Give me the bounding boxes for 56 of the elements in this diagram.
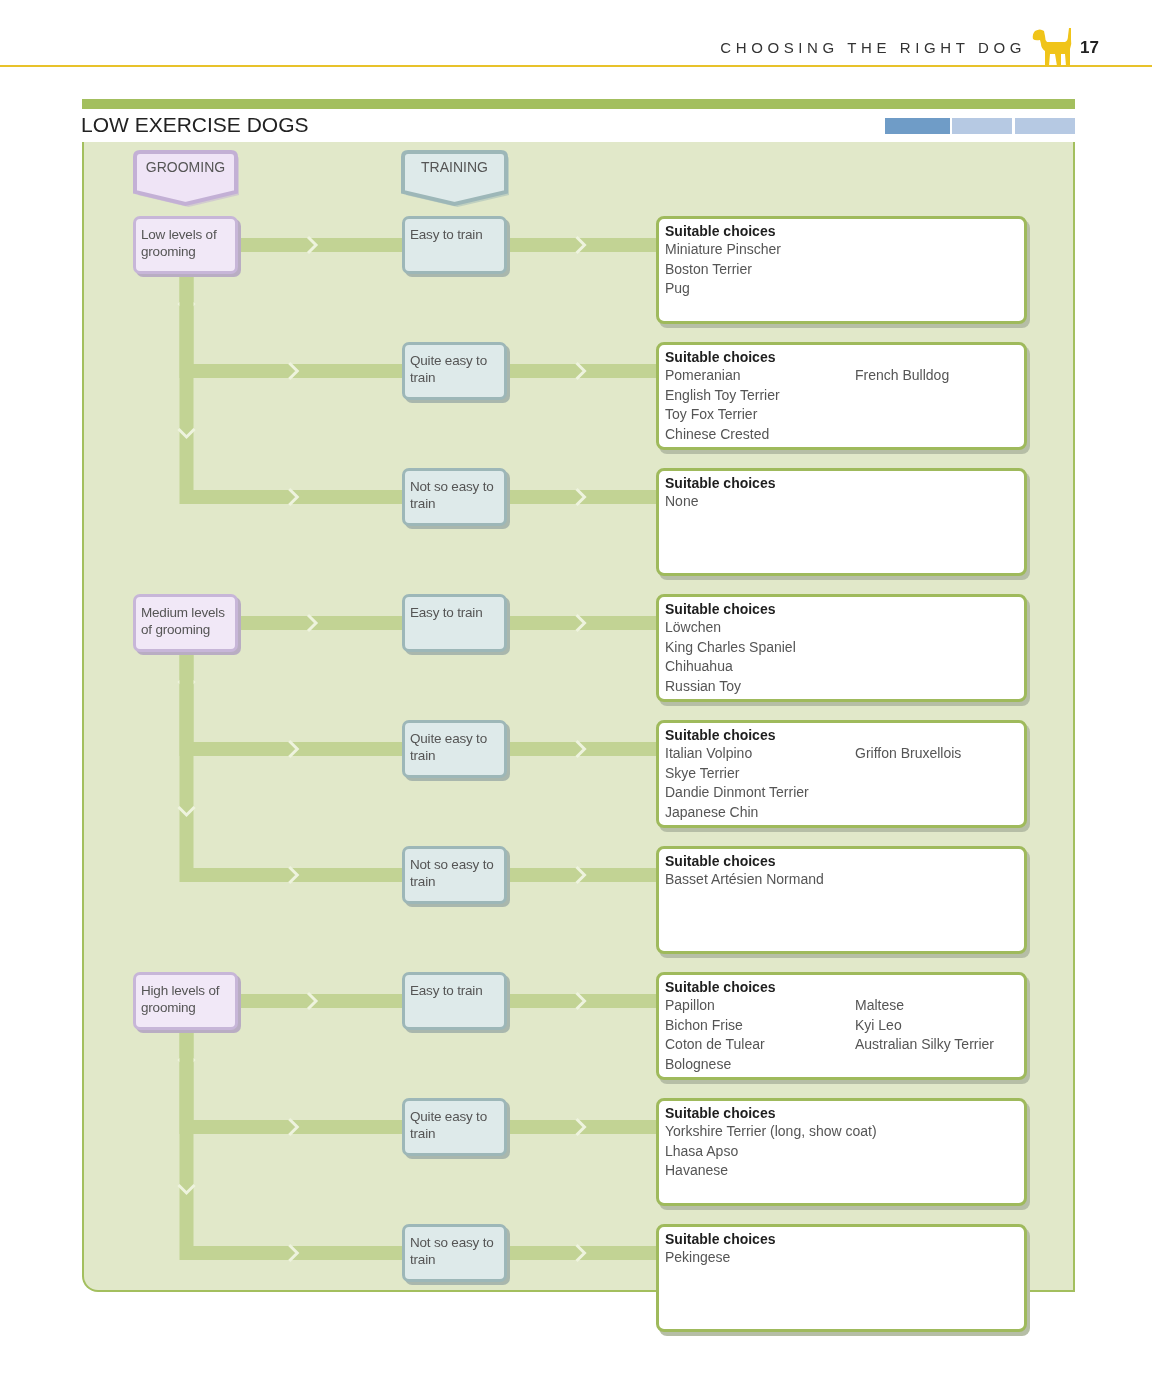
list-item: Pomeranian: [665, 366, 742, 385]
list-item: Yorkshire Terrier (long, show coat): [665, 1122, 878, 1141]
list-item: Australian Silky Terrier: [855, 1035, 995, 1055]
list-item: English Toy Terrier: [665, 385, 781, 405]
list-item: Skye Terrier: [665, 763, 741, 783]
list-item: Dandie Dinmont Terrier: [665, 783, 810, 803]
training-box: Not so easy to train: [402, 846, 507, 904]
training-box: Quite easy to train: [402, 342, 507, 400]
page-number: 17: [1080, 38, 1099, 58]
grooming-box: Medium levels of grooming: [133, 594, 238, 652]
box-heading: Suitable choices: [665, 727, 777, 744]
training-box: Quite easy to train: [402, 1098, 507, 1156]
list-item: Löwchen: [665, 618, 723, 637]
column-heading: TRAINING: [421, 159, 488, 175]
list-item: Pug: [665, 279, 691, 299]
training-box: Easy to train: [402, 216, 507, 274]
running-head: CHOOSING THE RIGHT DOG: [719, 39, 1026, 56]
list-item: Italian Volpino: [665, 744, 754, 763]
training-box: Easy to train: [402, 972, 507, 1030]
list-item: None: [665, 492, 700, 511]
column-heading: GROOMING: [145, 159, 226, 175]
list-item: Boston Terrier: [665, 259, 753, 279]
list-item: Kyi Leo: [855, 1015, 903, 1035]
box-heading: Suitable choices: [665, 223, 777, 240]
list-item: Lhasa Apso: [665, 1141, 740, 1161]
list-item: Griffon Bruxellois: [855, 744, 963, 763]
box-heading: Suitable choices: [665, 1231, 777, 1248]
grooming-box: Low levels of grooming: [133, 216, 238, 274]
list-item: French Bulldog: [855, 366, 951, 385]
list-item: Maltese: [855, 996, 906, 1015]
list-item: Chinese Crested: [665, 424, 771, 444]
box-heading: Suitable choices: [665, 853, 777, 870]
box-heading: Suitable choices: [665, 349, 777, 366]
grooming-box: High levels of grooming: [133, 972, 238, 1030]
list-item: Toy Fox Terrier: [665, 405, 759, 425]
list-item: Chihuahua: [665, 657, 734, 677]
list-item: Papillon: [665, 996, 716, 1015]
list-item: Russian Toy: [665, 676, 742, 696]
list-item: Pekingese: [665, 1248, 732, 1267]
training-box: Not so easy to train: [402, 1224, 507, 1282]
section-title: LOW EXERCISE DOGS: [81, 113, 309, 137]
training-box: Not so easy to train: [402, 468, 507, 526]
list-item: King Charles Spaniel: [665, 637, 797, 657]
list-item: Havanese: [665, 1161, 730, 1181]
list-item: Coton de Tulear: [665, 1035, 766, 1055]
list-item: Japanese Chin: [665, 802, 760, 822]
box-heading: Suitable choices: [665, 475, 777, 492]
training-box: Easy to train: [402, 594, 507, 652]
list-item: Miniature Pinscher: [665, 240, 782, 259]
list-item: Basset Artésien Normand: [665, 870, 825, 889]
list-item: Bolognese: [665, 1054, 733, 1074]
box-heading: Suitable choices: [665, 601, 777, 618]
box-heading: Suitable choices: [665, 979, 777, 996]
training-box: Quite easy to train: [402, 720, 507, 778]
list-item: Bichon Frise: [665, 1015, 744, 1035]
box-heading: Suitable choices: [665, 1105, 777, 1122]
